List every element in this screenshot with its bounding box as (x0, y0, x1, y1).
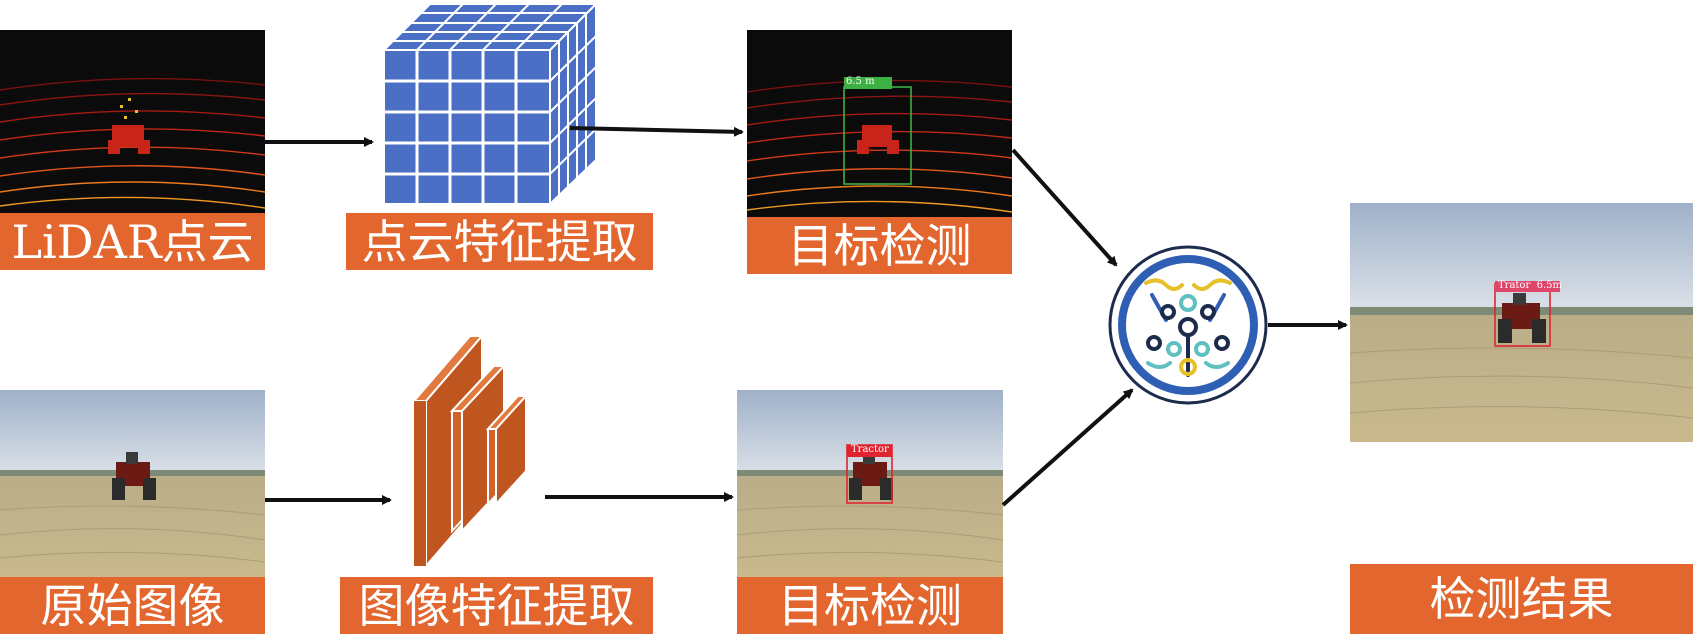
lidar-label: LiDAR点云 (0, 213, 265, 270)
pc-feature-label: 点云特征提取 (346, 213, 653, 270)
lidar-detection-panel: 6.5 m (747, 30, 1012, 217)
point-cloud-detection-image (747, 30, 1012, 217)
result-photo (1350, 203, 1693, 442)
fusion-network-icon (1108, 245, 1268, 405)
image-class-tag: Tractor (851, 444, 889, 455)
lidar-point-cloud-panel (0, 30, 265, 213)
detect-bottom-label: 目标检测 (737, 577, 1003, 634)
img-feature-label: 图像特征提取 (340, 577, 653, 634)
tractor-photo (0, 390, 265, 577)
raw-image-label: 原始图像 (0, 577, 265, 634)
result-panel: Trator 6.5m (1350, 203, 1693, 442)
image-detection-panel: Tractor (737, 390, 1003, 577)
point-cloud-image (0, 30, 265, 213)
arrow-feature-to-detect-top (569, 126, 744, 137)
lidar-distance-tag: 6.5 m (846, 76, 875, 87)
detect-top-label: 目标检测 (747, 217, 1012, 274)
arrow-detect-top-to-fusion (1011, 148, 1118, 267)
raw-image-panel (0, 390, 265, 577)
result-label: 检测结果 (1350, 564, 1693, 634)
arrow-detect-bottom-to-fusion (1001, 388, 1134, 507)
result-tag: Trator 6.5m (1498, 280, 1562, 291)
tractor-detection-photo (737, 390, 1003, 577)
cnn-layers-icon (414, 336, 529, 566)
feature-cube-icon (384, 2, 596, 206)
